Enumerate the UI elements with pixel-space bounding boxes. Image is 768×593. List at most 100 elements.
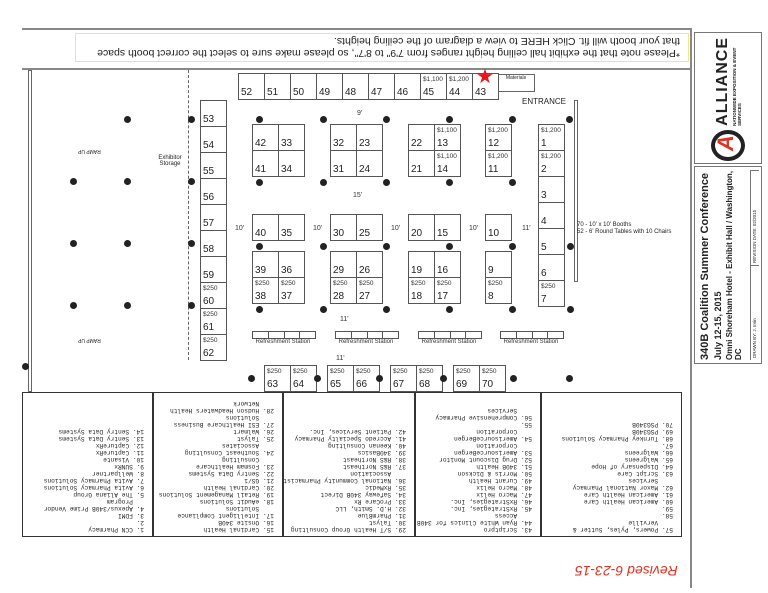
booth-29[interactable]: 29	[330, 251, 357, 278]
exhibitor-list-5: 57. Powers, Pyles, Sutter & Verville 58.…	[541, 392, 682, 537]
dimension-label: 10'	[391, 225, 401, 232]
booth-53[interactable]: 53	[200, 100, 227, 127]
booth-price: $250	[356, 368, 371, 375]
booth-number: 36	[281, 265, 293, 276]
booth-number: 39	[255, 265, 267, 276]
booth-54[interactable]: 54	[200, 126, 227, 153]
booth-59[interactable]: 59	[200, 256, 227, 283]
booth-price: $1,200	[488, 127, 508, 134]
booth-50[interactable]: 50	[290, 73, 317, 100]
booth-30[interactable]: 30	[330, 214, 357, 241]
booth-23[interactable]: 23	[356, 124, 383, 151]
booth-6[interactable]: 6	[538, 254, 565, 281]
booth-32[interactable]: 32	[330, 124, 357, 151]
west-wall	[28, 70, 32, 392]
refreshment-station	[335, 331, 399, 339]
booth-41[interactable]: 41	[252, 150, 279, 177]
booth-58[interactable]: 58	[200, 230, 227, 257]
booth-number: 64	[293, 379, 305, 390]
column-icon	[320, 243, 327, 250]
booth-31[interactable]: 31	[330, 150, 357, 177]
booth-5[interactable]: 5	[538, 228, 565, 255]
booth-price: $250	[411, 280, 426, 287]
refreshment-station-label: Refreshment Station	[421, 339, 477, 345]
column-icon	[509, 116, 516, 123]
booth-39[interactable]: 39	[252, 251, 279, 278]
booth-3[interactable]: 3	[538, 176, 565, 203]
booth-34[interactable]: 34	[278, 150, 305, 177]
booth-price: $1,200	[449, 76, 469, 83]
booth-25[interactable]: 25	[356, 214, 383, 241]
booth-56[interactable]: 56	[200, 178, 227, 205]
booth-9[interactable]: 9	[485, 251, 512, 278]
column-icon	[70, 240, 77, 247]
booth-number: 6	[541, 268, 547, 279]
booth-47[interactable]: 47	[368, 73, 395, 100]
booth-36[interactable]: 36	[278, 251, 305, 278]
booth-16[interactable]: 16	[434, 251, 461, 278]
booth-42[interactable]: 42	[252, 124, 279, 151]
booth-48[interactable]: 48	[342, 73, 369, 100]
booth-price: $250	[437, 280, 452, 287]
booth-49[interactable]: 49	[316, 73, 343, 100]
booth-number: 5	[541, 242, 547, 253]
booth-15[interactable]: 15	[434, 214, 461, 241]
ceiling-height-note[interactable]: *Please note that the exhibit hall ceili…	[75, 33, 689, 62]
booth-51[interactable]: 51	[264, 73, 291, 100]
booth-number: 44	[449, 87, 461, 98]
booth-10[interactable]: 10	[485, 214, 512, 241]
booth-22[interactable]: 22	[408, 124, 435, 151]
booth-number: 52	[241, 87, 253, 98]
booth-24[interactable]: 24	[356, 150, 383, 177]
booth-35[interactable]: 35	[278, 214, 305, 241]
column-icon	[509, 243, 516, 250]
booth-19[interactable]: 19	[408, 251, 435, 278]
booth-33[interactable]: 33	[278, 124, 305, 151]
booth-price: $1,100	[437, 127, 457, 134]
booth-26[interactable]: 26	[356, 251, 383, 278]
booth-52[interactable]: 52	[238, 73, 265, 100]
booth-price: $250	[267, 368, 282, 375]
refreshment-station-label: Refreshment Station	[338, 339, 394, 345]
booth-4[interactable]: 4	[538, 202, 565, 229]
dimension-label: 10'	[235, 225, 245, 232]
star-icon: ★	[476, 66, 494, 88]
booth-number: 54	[203, 140, 215, 151]
booth-20[interactable]: 20	[408, 214, 435, 241]
revision-date: REVISION DATE: 02/2015	[751, 170, 759, 265]
booth-55[interactable]: 55	[200, 152, 227, 179]
booth-44[interactable]: $1,200 44	[446, 73, 473, 100]
booth-number: 41	[255, 164, 267, 175]
booth-21[interactable]: 21	[408, 150, 435, 177]
booth-57[interactable]: 57	[200, 204, 227, 231]
booth-number: 32	[333, 138, 345, 149]
booth-40[interactable]: 40	[252, 214, 279, 241]
booth-46[interactable]: 46	[394, 73, 421, 100]
